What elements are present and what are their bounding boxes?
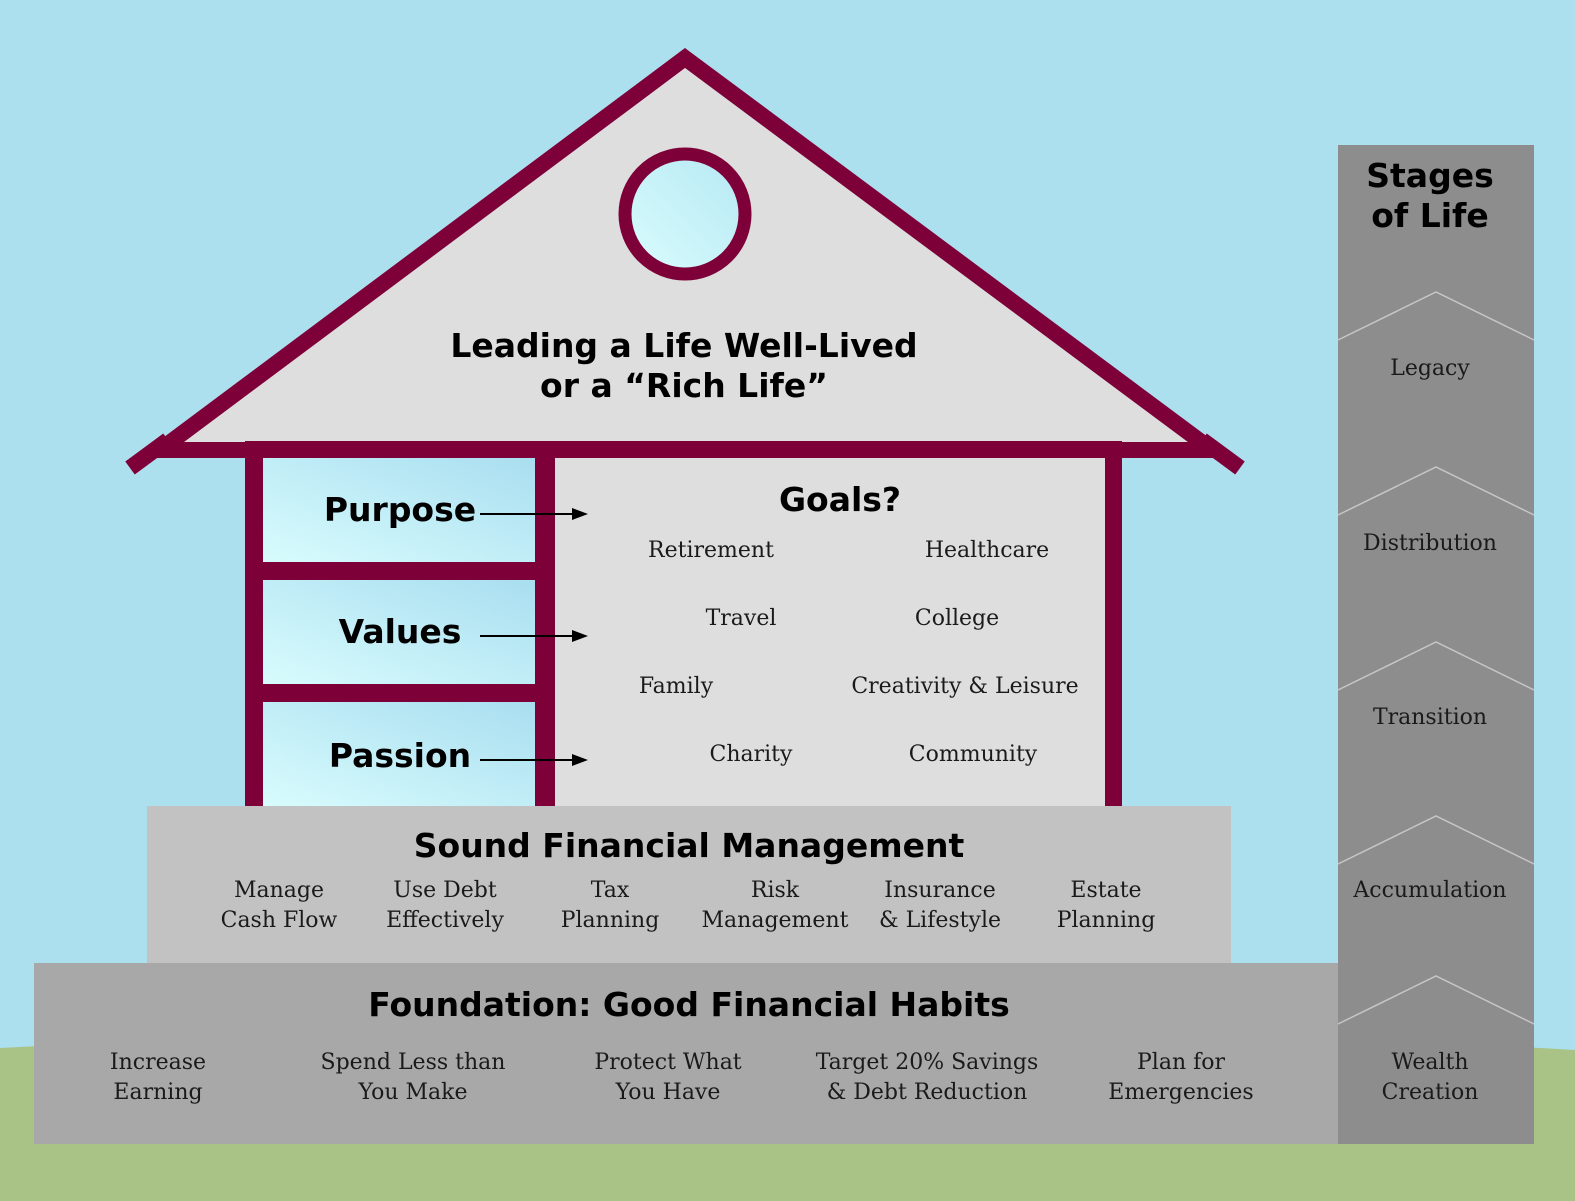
stages-title: Stages of Life (1332, 156, 1528, 236)
goal-item: Travel (705, 606, 777, 631)
foundation-item: Increase Earning (68, 1048, 248, 1108)
management-item: Use Debt Effectively (365, 876, 525, 936)
foundation-item-line1: Increase (109, 1050, 207, 1075)
management-item-line2: & Lifestyle (879, 908, 1001, 933)
goal-item: Creativity & Leisure (851, 674, 1079, 699)
management-item-line1: Risk (750, 878, 800, 903)
stages-title-line1: Stages (1366, 156, 1494, 195)
window-passion-glass (263, 702, 535, 806)
goal-item: College (914, 606, 1000, 631)
window-purpose-glass (263, 458, 535, 562)
management-item: Estate Planning (1026, 876, 1186, 936)
arrow-purpose (480, 508, 588, 520)
foundation-item-line2: & Debt Reduction (826, 1080, 1028, 1105)
stage-wealth-creation: Wealth Creation (1332, 1048, 1528, 1108)
goal-item: Community (908, 742, 1038, 767)
foundation-item-line2: Emergencies (1108, 1080, 1254, 1105)
post-right (1105, 450, 1122, 806)
goal-item: Family (638, 674, 714, 699)
foundation-item-line2: Earning (113, 1080, 203, 1105)
foundation-item: Spend Less than You Make (298, 1048, 528, 1108)
roof-title-line1: Leading a Life Well-Lived (450, 326, 918, 365)
foundation-item-line1: Protect What (594, 1050, 742, 1075)
management-item-line1: Manage (233, 878, 325, 903)
goal-item: Healthcare (924, 538, 1050, 563)
beam-top (245, 441, 1122, 458)
management-item: Tax Planning (530, 876, 690, 936)
stage-label-line2: Creation (1381, 1080, 1479, 1105)
stage-transition: Transition (1332, 703, 1528, 733)
window-label-purpose: Purpose (323, 490, 477, 529)
management-item-line1: Tax (590, 878, 630, 903)
window-divider-1 (245, 562, 555, 580)
management-item-line1: Estate (1070, 878, 1142, 903)
stage-distribution: Distribution (1332, 529, 1528, 559)
window-label-values: Values (338, 612, 462, 651)
management-title: Sound Financial Management (413, 826, 965, 865)
goal-item: Retirement (648, 538, 774, 563)
foundation-title: Foundation: Good Financial Habits (368, 985, 1010, 1024)
roof-eave-left (125, 433, 173, 475)
foundation-item: Plan for Emergencies (1076, 1048, 1286, 1108)
management-item: Risk Management (685, 876, 865, 936)
roof-eave-right (1197, 433, 1245, 475)
goals-title: Goals? (778, 480, 902, 519)
roof-title-line2: or a “Rich Life” (540, 366, 828, 405)
management-item-line2: Effectively (386, 908, 504, 933)
stage-accumulation: Accumulation (1332, 876, 1528, 906)
management-item-line1: Insurance (884, 878, 996, 903)
stage-chevrons (1337, 291, 1535, 1025)
arrow-values (480, 630, 588, 642)
foundation-item-line1: Spend Less than (320, 1050, 506, 1075)
stages-column (1338, 145, 1534, 1144)
foundation-item-line1: Target 20% Savings (815, 1050, 1039, 1075)
stage-label-line1: Legacy (1390, 356, 1470, 381)
post-left (245, 450, 263, 806)
management-band (147, 806, 1231, 963)
stages-title-line2: of Life (1371, 196, 1489, 235)
attic-window (618, 147, 752, 281)
foundation-band (34, 963, 1338, 1144)
management-item-line2: Cash Flow (220, 908, 338, 933)
management-item: Insurance & Lifestyle (860, 876, 1020, 936)
stage-label-line1: Accumulation (1353, 878, 1507, 903)
management-item-line2: Management (701, 908, 849, 933)
management-item-line1: Use Debt (393, 878, 497, 903)
post-middle (535, 450, 555, 806)
window-values-glass (263, 580, 535, 684)
foundation-item-line1: Plan for (1136, 1050, 1226, 1075)
roof-title: Leading a Life Well-Lived or a “Rich Lif… (384, 326, 984, 406)
foundation-item: Target 20% Savings & Debt Reduction (792, 1048, 1062, 1108)
management-item-line2: Planning (560, 908, 660, 933)
stage-label-line1: Wealth (1391, 1050, 1469, 1075)
foundation-item: Protect What You Have (563, 1048, 773, 1108)
goal-item: Charity (709, 742, 793, 767)
foundation-item-line2: You Make (358, 1080, 468, 1105)
arrow-passion (480, 754, 588, 766)
stage-label-line1: Distribution (1363, 531, 1497, 556)
stage-legacy: Legacy (1332, 354, 1528, 384)
management-item-line2: Planning (1056, 908, 1156, 933)
window-label-passion: Passion (328, 736, 472, 775)
management-item: Manage Cash Flow (199, 876, 359, 936)
stage-label-line1: Transition (1372, 705, 1488, 730)
foundation-item-line2: You Have (615, 1080, 721, 1105)
window-divider-2 (245, 684, 555, 702)
